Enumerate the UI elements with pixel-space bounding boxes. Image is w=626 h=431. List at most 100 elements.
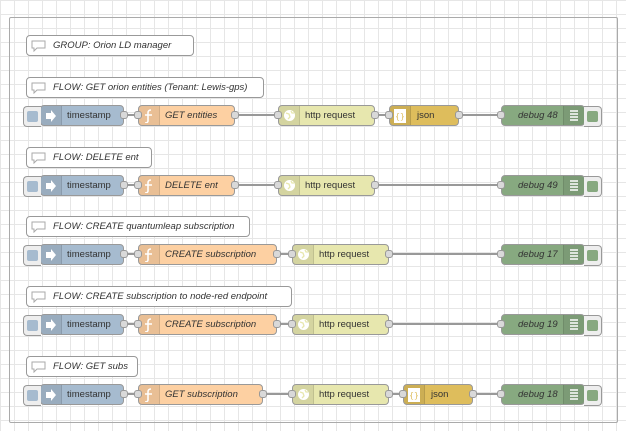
input-port[interactable] [288, 390, 296, 398]
inject-node[interactable]: timestamp [23, 314, 128, 336]
inject-trigger-button[interactable] [23, 245, 41, 266]
node-label: debug 18 [518, 389, 558, 400]
comment-flow-delete-ent[interactable]: FLOW: DELETE ent [26, 147, 152, 168]
wire[interactable] [124, 323, 138, 325]
inject-node[interactable]: timestamp [23, 175, 128, 197]
input-port[interactable] [288, 320, 296, 328]
input-port[interactable] [134, 111, 142, 119]
debug-toggle-button[interactable] [584, 106, 602, 127]
output-port[interactable] [120, 111, 128, 119]
function-node[interactable]: CREATE subscription [134, 314, 281, 335]
function-node[interactable]: CREATE subscription [134, 244, 281, 265]
inject-trigger-button[interactable] [23, 385, 41, 406]
output-port[interactable] [231, 181, 239, 189]
inject-trigger-button[interactable] [23, 106, 41, 127]
output-port[interactable] [469, 390, 477, 398]
wire[interactable] [263, 393, 292, 395]
inject-trigger-button[interactable] [23, 315, 41, 336]
comment-flow-create-nodered[interactable]: FLOW: CREATE subscription to node-red en… [26, 286, 292, 307]
output-port[interactable] [273, 250, 281, 258]
input-port[interactable] [134, 390, 142, 398]
input-port[interactable] [385, 111, 393, 119]
node-label: http request [319, 389, 370, 400]
input-port[interactable] [497, 250, 505, 258]
output-port[interactable] [120, 181, 128, 189]
debug-node[interactable]: debug 49 [497, 175, 602, 197]
wire[interactable] [459, 114, 501, 116]
comment-group[interactable]: GROUP: Orion LD manager [26, 35, 194, 56]
input-port[interactable] [497, 111, 505, 119]
comment-bubble-icon [31, 291, 46, 303]
inject-node[interactable]: timestamp [23, 105, 128, 127]
input-port[interactable] [134, 181, 142, 189]
inject-node[interactable]: timestamp [23, 384, 128, 406]
function-node[interactable]: GET entities [134, 105, 239, 126]
input-port[interactable] [497, 320, 505, 328]
output-port[interactable] [120, 250, 128, 258]
input-port[interactable] [497, 390, 505, 398]
wire[interactable] [124, 114, 138, 116]
json-node[interactable]: {} json [399, 384, 477, 405]
function-node[interactable]: GET subscription [134, 384, 267, 405]
output-port[interactable] [259, 390, 267, 398]
http-request-node[interactable]: http request [288, 244, 393, 265]
function-icon [139, 245, 160, 264]
http-request-node[interactable]: http request [274, 105, 379, 126]
wire[interactable] [473, 393, 501, 395]
function-icon [139, 106, 160, 125]
function-node[interactable]: DELETE ent [134, 175, 239, 196]
input-port[interactable] [134, 320, 142, 328]
debug-node[interactable]: debug 17 [497, 244, 602, 266]
node-label: CREATE subscription [165, 319, 257, 330]
wire[interactable] [389, 323, 501, 325]
wire[interactable] [124, 253, 138, 255]
input-port[interactable] [134, 250, 142, 258]
inject-arrow-icon [41, 106, 62, 125]
input-port[interactable] [399, 390, 407, 398]
output-port[interactable] [120, 320, 128, 328]
http-request-node[interactable]: http request [288, 384, 393, 405]
wire[interactable] [277, 253, 292, 255]
comment-flow-create-quantumleap[interactable]: FLOW: CREATE quantumleap subscription [26, 216, 250, 237]
output-port[interactable] [371, 111, 379, 119]
output-port[interactable] [371, 181, 379, 189]
comment-bubble-icon [31, 40, 46, 52]
output-port[interactable] [455, 111, 463, 119]
wire[interactable] [235, 114, 278, 116]
wire[interactable] [124, 393, 138, 395]
http-request-node[interactable]: http request [288, 314, 393, 335]
wire[interactable] [277, 323, 292, 325]
debug-toggle-button[interactable] [584, 176, 602, 197]
debug-toggle-button[interactable] [584, 385, 602, 406]
input-port[interactable] [497, 181, 505, 189]
debug-toggle-button[interactable] [584, 245, 602, 266]
wire[interactable] [375, 184, 501, 186]
inject-node[interactable]: timestamp [23, 244, 128, 266]
http-request-node[interactable]: http request [274, 175, 379, 196]
output-port[interactable] [385, 320, 393, 328]
debug-node[interactable]: debug 19 [497, 314, 602, 336]
wire[interactable] [389, 253, 501, 255]
wire[interactable] [235, 184, 278, 186]
comment-flow-get-entities[interactable]: FLOW: GET orion entities (Tenant: Lewis-… [26, 77, 264, 98]
output-port[interactable] [385, 390, 393, 398]
debug-node[interactable]: debug 48 [497, 105, 602, 127]
inject-trigger-button[interactable] [23, 176, 41, 197]
debug-toggle-button[interactable] [584, 315, 602, 336]
wire[interactable] [389, 393, 403, 395]
output-port[interactable] [120, 390, 128, 398]
comment-label: FLOW: CREATE subscription to node-red en… [53, 291, 268, 302]
group-box-orion-ld-manager[interactable] [9, 17, 618, 423]
json-node[interactable]: {} json [385, 105, 463, 126]
json-braces-icon: {} [404, 385, 425, 404]
output-port[interactable] [273, 320, 281, 328]
debug-node[interactable]: debug 18 [497, 384, 602, 406]
input-port[interactable] [288, 250, 296, 258]
input-port[interactable] [274, 181, 282, 189]
output-port[interactable] [385, 250, 393, 258]
output-port[interactable] [231, 111, 239, 119]
input-port[interactable] [274, 111, 282, 119]
wire[interactable] [124, 184, 138, 186]
comment-flow-get-subs[interactable]: FLOW: GET subs [26, 356, 138, 377]
wire[interactable] [375, 114, 389, 116]
